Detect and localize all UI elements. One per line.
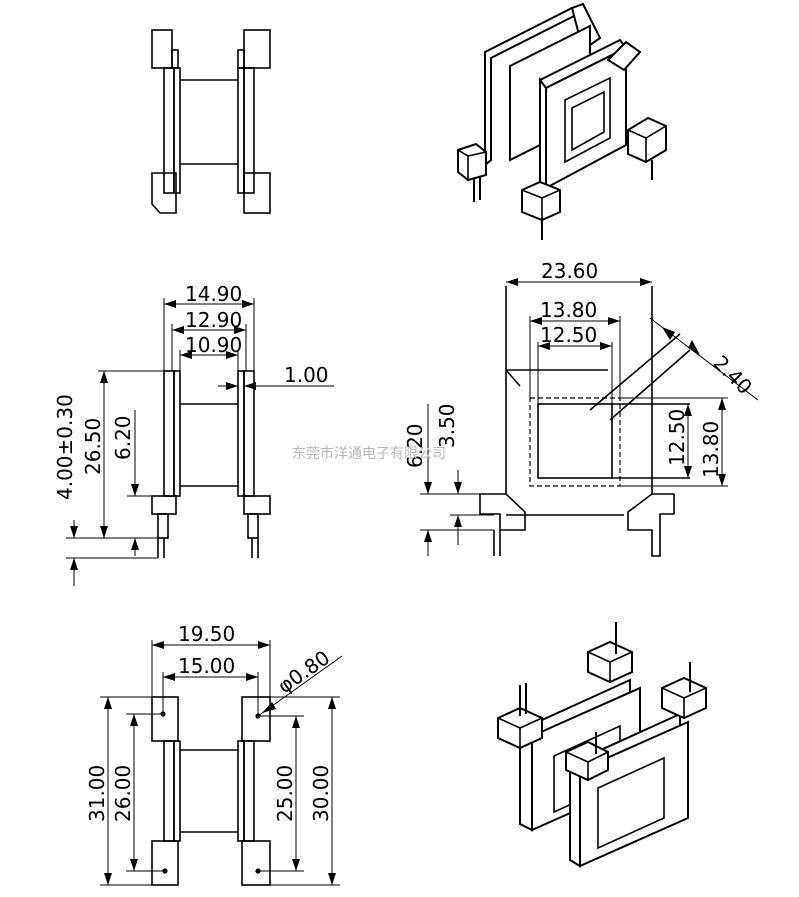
dim-height: 26.50 [81,418,105,475]
dim-window-outer: 13.80 [540,298,597,322]
dim-pin-length: 4.00±0.30 [53,394,77,500]
dim-pin-pitch-outer: 30.00 [309,765,333,822]
dim-window-inner: 12.50 [540,323,597,347]
dim-window-h-outer: 13.80 [699,421,723,478]
dim-chamfer: 2.40 [708,351,756,399]
dim-flange-thickness: 1.00 [284,363,329,387]
dim-side-width: 23.60 [541,259,598,283]
bottom-dimension-view: 19.50 15.00 φ0.80 31.00 26.00 25.00 30.0… [85,622,343,886]
dim-width-inner: 10.90 [185,333,242,357]
dim-bottom-width-outer: 19.50 [178,622,235,646]
dim-bottom-length-outer: 31.00 [85,765,109,822]
dim-bottom-length-inner: 26.00 [111,765,135,822]
top-front-view [151,29,271,214]
dim-width-mid: 12.90 [185,308,242,332]
dim-pin-diameter: φ0.80 [273,645,334,698]
dim-side-step-height: 3.50 [435,403,459,448]
side-dimension-view: 23.60 13.80 12.50 2.40 12.50 13.80 6.20 … [403,259,759,557]
bottom-isometric-view [497,622,707,868]
dim-side-base-height: 6.20 [403,423,427,468]
dim-pin-pitch-inner: 25.00 [273,765,297,822]
dim-window-h-inner: 12.50 [665,409,689,466]
top-isometric-view [457,2,667,240]
dim-width-outer: 14.90 [185,282,242,306]
dim-base-height: 6.20 [111,415,135,460]
front-dimension-view: 14.90 12.90 10.90 1.00 4.00±0.30 26.50 6… [53,282,334,586]
company-watermark: 东莞市洋通电子有限公司 [292,445,446,462]
dim-bottom-width-inner: 15.00 [178,654,235,678]
